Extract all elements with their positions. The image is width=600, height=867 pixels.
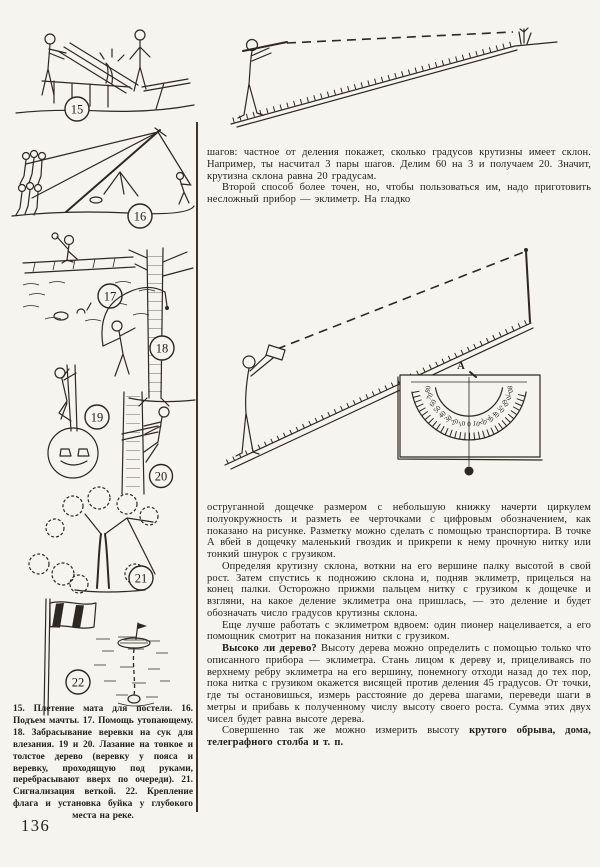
scale-number: 30: [485, 414, 495, 425]
paragraph: Еще лучше работать с эклиметром вдвоем: …: [207, 619, 591, 643]
figure-15-mat-weaving-illustration: 15: [15, 29, 195, 122]
anchor-line: [132, 648, 136, 696]
figure-number-badge-20: 20: [148, 463, 174, 489]
main-text-top: шагов: частное от деления покажет, сколь…: [207, 147, 591, 206]
paragraph: Второй способ более точен, но, чтобы пол…: [207, 182, 591, 205]
campfire-smoke: [99, 48, 125, 84]
figures-caption: 15. Плетение мата для постели. 16. Подъе…: [13, 704, 193, 822]
scale-number: 70: [425, 391, 435, 401]
figure-number-17: 17: [104, 289, 117, 303]
sighting-pole: [525, 250, 531, 323]
sighting-stick: [242, 41, 288, 52]
rope-pullers-group-lower: [15, 181, 43, 216]
eclimeter-board: 80 70 60 50 40 30 20 10 0 10 20 30 40 50…: [397, 361, 543, 476]
paragraph: шагов: частное от деления покажет, сколь…: [207, 147, 591, 182]
scale-number: 60: [500, 398, 511, 408]
river-water: [94, 636, 170, 698]
rope-pullers-group-upper: [19, 149, 47, 185]
figure-21-branch-signal-illustration: 21: [28, 486, 159, 594]
figure-number-badge-18: 18: [149, 335, 175, 361]
foot-grip-inset: [47, 427, 99, 479]
plumb-bob: [464, 466, 474, 476]
guy-rope-figure-right: [175, 171, 192, 205]
bold-emphasis: крутого обрыва, дома, телеграфного столб…: [207, 725, 591, 748]
signal-rope: [126, 517, 156, 575]
column-divider-rule: [196, 122, 198, 812]
scale-number: 80: [505, 385, 514, 394]
figure-number-badge-19: 19: [84, 404, 110, 430]
scale-number: 20: [479, 417, 489, 427]
figure-number-20: 20: [155, 469, 168, 483]
paragraph: Совершенно так же можно измерить высоту …: [207, 725, 591, 748]
figure-number-19: 19: [91, 410, 104, 424]
figure-18-rope-throw-illustration: 18: [101, 247, 196, 407]
observer-figure: [237, 38, 288, 119]
scale-number: 40: [490, 409, 501, 420]
scale-number: 20: [450, 417, 460, 427]
weaver-figure-left: [41, 33, 67, 96]
slope-sighting-illustration: [230, 27, 558, 128]
striped-flag: [49, 601, 97, 629]
grass-tuft: [518, 27, 532, 45]
figure-number-21: 21: [135, 571, 148, 585]
figure-22-flag-and-buoy-illustration: 22: [43, 598, 170, 716]
figure-20-thick-tree-climb-illustration: 20: [121, 391, 174, 495]
figure-number-16: 16: [134, 209, 147, 223]
weaver-figure-right: [129, 29, 151, 92]
measurer-figure: [235, 344, 286, 457]
scale-number: 10: [458, 419, 467, 428]
scale-number: 50: [496, 404, 507, 415]
scale-number: 30: [443, 413, 453, 424]
scale-number: 40: [437, 409, 448, 420]
figure-number-badge-22: 22: [65, 669, 91, 695]
point-a-label: А: [457, 361, 465, 372]
main-text-bottom: оструганной дощечке размером с небольшую…: [207, 502, 591, 749]
scale-number: 50: [432, 404, 443, 415]
buoy: [117, 622, 151, 649]
eclimeter-measuring-illustration: 80 70 60 50 40 30 20 10 0 10 20 30 40 50…: [224, 248, 543, 476]
scale-number: 10: [472, 419, 481, 428]
figure-16-mast-raising-illustration: 16: [11, 127, 195, 229]
figure-number-badge-21: 21: [128, 565, 154, 591]
drowning-figure: [53, 302, 92, 321]
anchor-stone: [127, 694, 141, 704]
figure-number-badge-15: 15: [64, 96, 90, 122]
sight-line-dashed: [276, 251, 525, 350]
sight-line-dashed: [286, 31, 514, 44]
paragraph: оструганной дощечке размером с небольшую…: [207, 502, 591, 560]
rescuer-figure: [51, 232, 78, 264]
paragraph: Определяя крутизну склона, воткни на его…: [207, 560, 591, 619]
figure-number-15: 15: [71, 102, 84, 116]
paragraph: Высоко ли дерево? Высоту дерева можно оп…: [207, 643, 591, 725]
thrower-figure: [102, 320, 136, 377]
climber-figure-thin: [54, 367, 77, 422]
thrown-rope: [101, 286, 169, 347]
figure-number-22: 22: [72, 675, 85, 689]
climbing-rope-loop: [121, 425, 159, 441]
nail-icon: [469, 371, 477, 378]
handheld-eclimeter: [265, 344, 286, 361]
scale-number: 60: [428, 398, 439, 408]
figure-number-badge-16: 16: [127, 203, 153, 229]
scale-number: 70: [503, 392, 513, 402]
inline-heading: Высоко ли дерево?: [222, 643, 317, 654]
scale-number: 80: [424, 385, 433, 394]
figure-19-thin-tree-climb-illustration: 19: [47, 364, 110, 479]
page-number: 136: [21, 816, 51, 835]
climber-figure-thick: [143, 406, 170, 463]
figure-number-18: 18: [156, 341, 169, 355]
protractor-scale-numbers: 80 70 60 50 40 30 20 10 0 10 20 30 40 50…: [424, 385, 515, 429]
